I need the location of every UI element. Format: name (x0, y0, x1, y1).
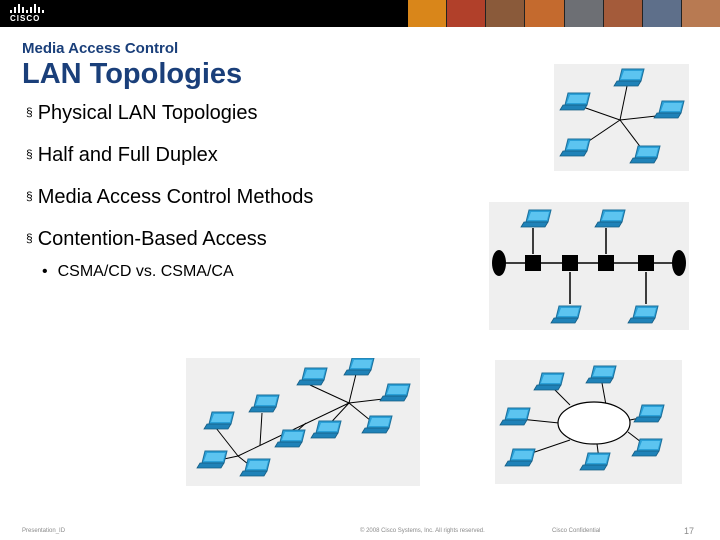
sub-bullet-1: •CSMA/CD vs. CSMA/CA (42, 263, 234, 280)
photo-2 (447, 0, 487, 27)
bullet-3-text: Media Access Control Methods (37, 186, 314, 208)
laptop-icon (550, 305, 582, 324)
laptop-icon (203, 411, 235, 430)
laptop-icon (499, 407, 531, 426)
bullet-1-text: Physical LAN Topologies (37, 102, 258, 124)
laptop-icon (594, 209, 626, 228)
laptop-icon (559, 138, 591, 157)
laptop-icon (653, 100, 685, 119)
photo-3 (486, 0, 526, 27)
photo-7 (642, 0, 682, 27)
bullet-2-text: Half and Full Duplex (37, 144, 218, 166)
sub-bullet-1-text: CSMA/CD vs. CSMA/CA (57, 263, 234, 280)
people-photo-strip (408, 0, 720, 27)
laptop-icon (310, 420, 342, 439)
laptop-icon (504, 448, 536, 467)
bullet-2: §Half and Full Duplex (26, 144, 218, 166)
top-banner: CISCO (0, 0, 720, 27)
ring-topology-diagram (495, 360, 682, 484)
extended-star-topology-diagram (186, 358, 420, 486)
photo-8 (681, 0, 720, 27)
laptop-icon (343, 358, 375, 376)
laptop-icon (627, 305, 659, 324)
page-number: 17 (684, 526, 695, 536)
laptop-icon (379, 383, 411, 402)
laptop-icon (520, 209, 552, 228)
slide-title: LAN Topologies (22, 58, 243, 90)
laptop-icon (533, 372, 565, 391)
laptop-icon (629, 145, 661, 164)
cisco-logo-word: CISCO (10, 14, 41, 23)
laptop-icon (296, 367, 328, 386)
photo-4 (525, 0, 565, 27)
footer-presentation-id: Presentation_ID (22, 528, 66, 534)
laptop-icon (196, 450, 228, 469)
laptop-icon (361, 415, 393, 434)
photo-1 (408, 0, 448, 27)
bullet-1: §Physical LAN Topologies (26, 102, 258, 124)
laptop-icon (274, 429, 306, 448)
laptop-icon (633, 404, 665, 423)
bus-topology-diagram (489, 202, 689, 330)
star-topology-diagram (554, 64, 689, 171)
cisco-logo-bars (10, 4, 44, 13)
laptop-icon (579, 452, 611, 471)
laptop-icon (613, 68, 645, 87)
photo-5 (564, 0, 604, 27)
bullet-3: §Media Access Control Methods (26, 186, 314, 208)
footer-confidential: Cisco Confidential (552, 528, 601, 534)
bullet-4-text: Contention-Based Access (37, 228, 267, 250)
bullet-4: §Contention-Based Access (26, 228, 267, 250)
cisco-logo: CISCO (10, 4, 44, 23)
laptop-icon (559, 92, 591, 111)
footer-copyright: © 2008 Cisco Systems, Inc. All rights re… (360, 528, 485, 534)
laptop-icon (248, 394, 280, 413)
photo-6 (603, 0, 643, 27)
slide-subtitle: Media Access Control (22, 40, 179, 57)
laptop-icon (585, 365, 617, 384)
laptop-icon (631, 438, 663, 457)
